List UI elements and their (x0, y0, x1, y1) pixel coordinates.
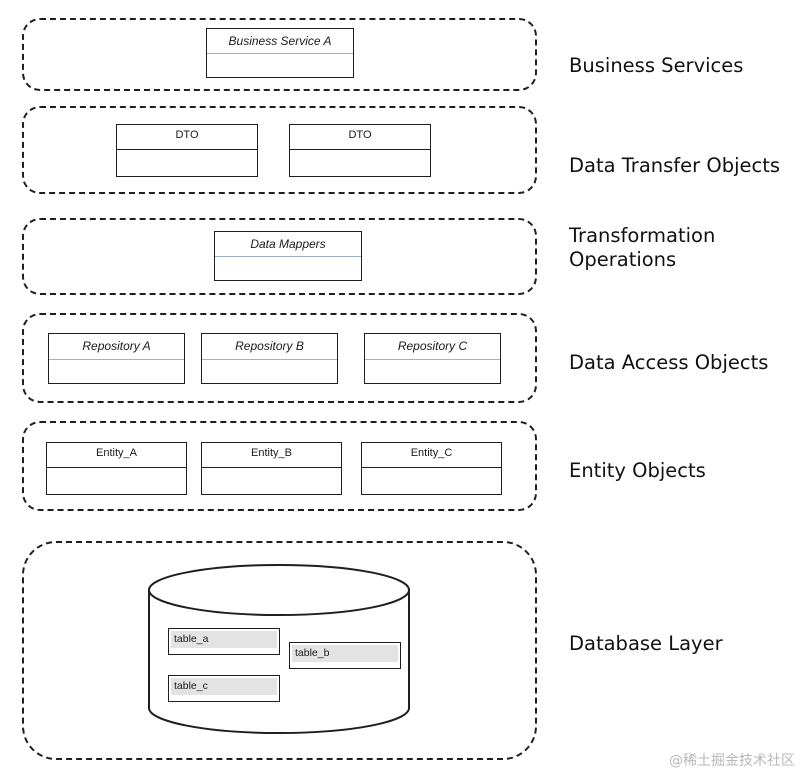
repository-a-title: Repository A (82, 339, 151, 353)
table-c: table_c (168, 675, 280, 702)
entity-a-box: Entity_A (46, 442, 187, 495)
data-mappers-box: Data Mappers (214, 231, 362, 281)
data-mappers-title: Data Mappers (250, 237, 326, 251)
dto-box-1: DTO (116, 124, 258, 177)
watermark: @稀土掘金技术社区 (669, 753, 795, 769)
data-access-objects-label: Data Access Objects (569, 351, 769, 374)
transformation-operations-label: Transformation Operations (569, 224, 716, 271)
repository-c-box: Repository C (364, 333, 501, 384)
database-layer-label: Database Layer (569, 632, 723, 655)
entity-objects-label: Entity Objects (569, 459, 706, 482)
business-services-label: Business Services (569, 54, 744, 77)
repository-b-box: Repository B (201, 333, 338, 384)
entity-b-title: Entity_B (251, 447, 292, 459)
dto-box-2-title: DTO (348, 129, 372, 141)
table-b-name: table_b (292, 645, 398, 662)
database-layer (22, 541, 537, 760)
data-transfer-objects-layer (22, 106, 537, 194)
transformation-operations-layer (22, 218, 537, 295)
dto-box-2: DTO (289, 124, 431, 177)
entity-b-box: Entity_B (201, 442, 342, 495)
business-service-a-title: Business Service A (228, 34, 332, 48)
entity-objects-layer (22, 421, 537, 511)
table-b: table_b (289, 642, 401, 669)
data-transfer-objects-label: Data Transfer Objects (569, 154, 781, 177)
repository-c-title: Repository C (397, 339, 468, 353)
table-a: table_a (168, 628, 280, 655)
business-services-layer (22, 18, 537, 91)
table-a-name: table_a (171, 631, 277, 648)
entity-c-title: Entity_C (410, 447, 453, 459)
repository-b-title: Repository B (235, 339, 304, 353)
table-c-name: table_c (171, 678, 277, 695)
entity-c-box: Entity_C (361, 442, 502, 495)
entity-a-title: Entity_A (96, 447, 137, 459)
dto-box-1-title: DTO (175, 129, 199, 141)
data-access-objects-layer (22, 313, 537, 403)
business-service-a-box: Business Service A (206, 28, 354, 78)
repository-a-box: Repository A (48, 333, 185, 384)
